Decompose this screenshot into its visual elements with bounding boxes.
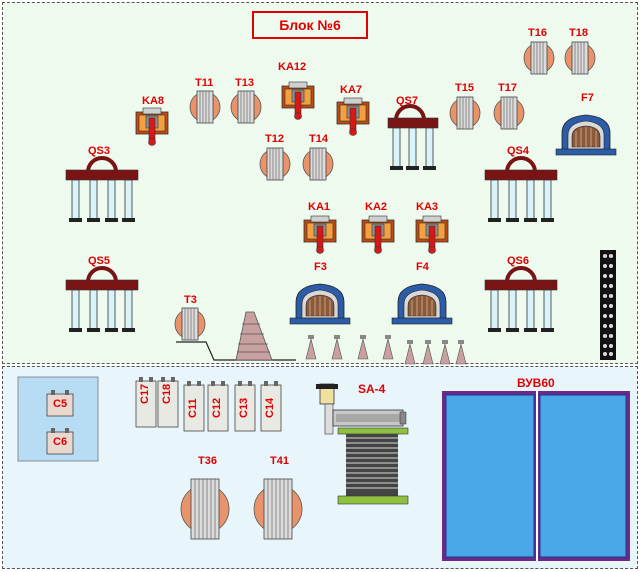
switch-qs5: [64, 266, 140, 334]
label-t41: T41: [270, 455, 289, 467]
insulator: [382, 334, 394, 360]
label-c18: C18: [161, 383, 173, 404]
transformer-t15: [449, 96, 481, 130]
transformer-t16: [523, 41, 555, 75]
insulator: [404, 339, 416, 365]
transformer-t13: [230, 90, 262, 124]
label-t12: T12: [265, 133, 284, 145]
label-f4: F4: [416, 261, 429, 273]
label-qs4: QS4: [507, 145, 530, 157]
relay-ka7: [336, 97, 370, 136]
transformer-t18: [564, 41, 596, 75]
switch-qs3: [64, 156, 140, 224]
transformer-t36: [180, 478, 230, 540]
switch-qs4: [483, 156, 559, 224]
label-c14: C14: [264, 397, 276, 418]
switch-qs7: [387, 104, 439, 170]
label-c12: C12: [211, 397, 223, 418]
label-t36: T36: [198, 455, 217, 467]
label-t13: T13: [235, 77, 254, 89]
transformer-t41: [253, 478, 303, 540]
label-qs6: QS6: [507, 255, 530, 267]
insulator: [455, 339, 467, 365]
label-t16: T16: [528, 27, 547, 39]
rectifier-vuv60: [442, 391, 630, 561]
label-qs5: QS5: [88, 255, 111, 267]
label-vuv60: ВУВ60: [517, 376, 555, 390]
transformer-t14: [302, 147, 334, 181]
label-qs3: QS3: [88, 145, 111, 157]
relay-ka1: [303, 215, 337, 254]
bushing-insulator: [235, 311, 273, 361]
label-t15: T15: [455, 82, 474, 94]
label-f7: F7: [581, 92, 594, 104]
label-f3: F3: [314, 261, 327, 273]
relay-ka2: [361, 215, 395, 254]
label-ka3: KA3: [416, 201, 439, 213]
label-ka2: KA2: [365, 201, 388, 213]
label-c5: C5: [53, 398, 68, 410]
relay-ka12: [281, 81, 315, 120]
relay-ka3: [415, 215, 449, 254]
label-ka8: KA8: [142, 95, 165, 107]
terminal-strip: [600, 250, 616, 360]
insulator: [305, 334, 317, 360]
transformer-t12: [259, 147, 291, 181]
label-c11: C11: [187, 398, 199, 418]
label-c13: C13: [238, 397, 250, 418]
switch-qs6: [483, 266, 559, 334]
transformer-t17: [493, 96, 525, 130]
insulator: [331, 334, 343, 360]
fuse-f7: [555, 114, 617, 156]
label-ka12: KA12: [278, 61, 307, 73]
fuse-f3: [289, 283, 351, 325]
selector-switch-sa4: [316, 383, 409, 505]
block-title: Блок №6: [252, 11, 368, 39]
transformer-t11: [189, 90, 221, 124]
insulator: [439, 339, 451, 365]
label-c17: C17: [139, 383, 151, 404]
fuse-f4: [391, 283, 453, 325]
transformer-t3: [174, 307, 206, 341]
label-t11: T11: [195, 77, 214, 89]
label-sa4: SA-4: [358, 382, 386, 396]
insulator: [357, 334, 369, 360]
label-t3: T3: [184, 294, 197, 306]
bus-line: [176, 341, 296, 361]
label-ka7: KA7: [340, 84, 363, 96]
label-t17: T17: [498, 82, 517, 94]
label-qs7: QS7: [396, 95, 419, 107]
label-c6: C6: [53, 436, 68, 448]
label-ka1: KA1: [308, 201, 331, 213]
insulator: [422, 339, 434, 365]
label-t18: T18: [569, 27, 588, 39]
relay-ka8: [135, 107, 169, 146]
label-t14: T14: [309, 133, 328, 145]
